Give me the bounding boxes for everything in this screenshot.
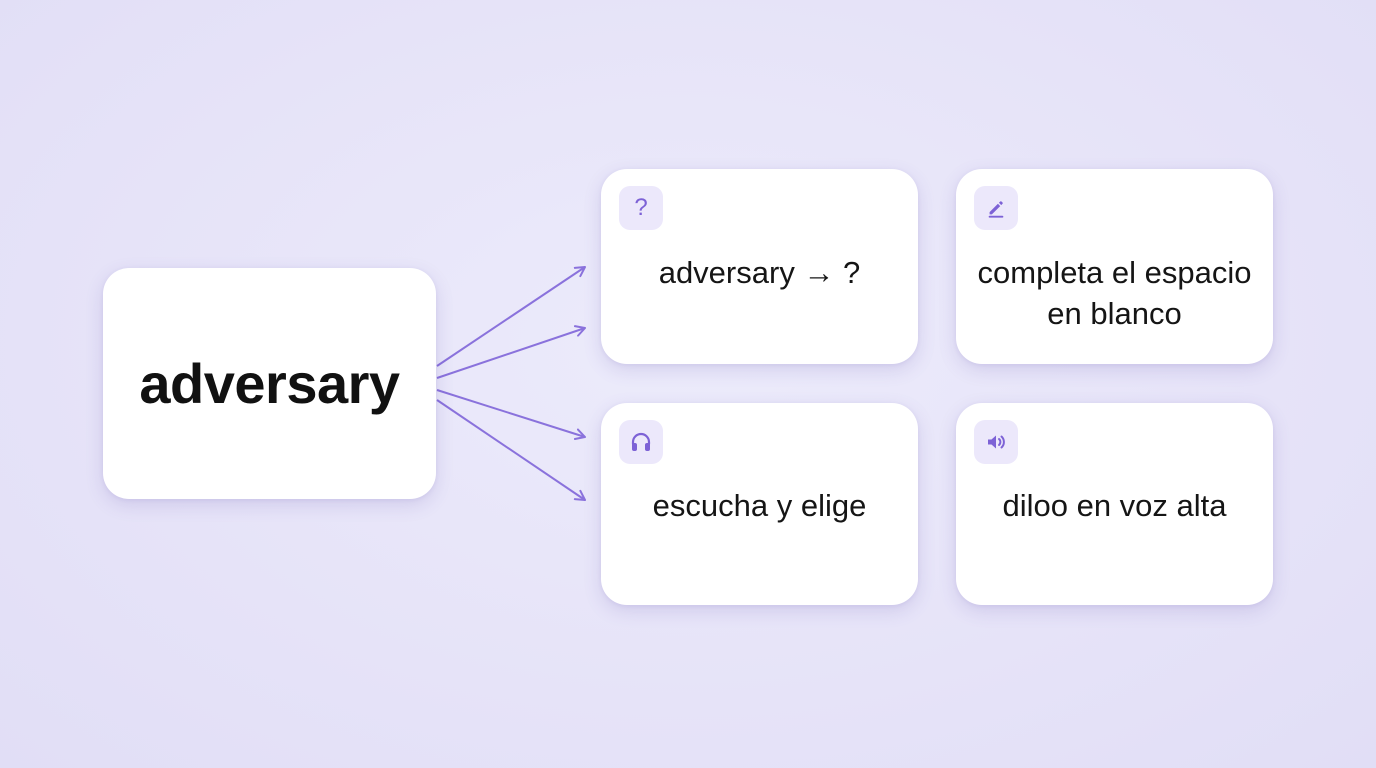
arrow-to-exercise-1 — [436, 266, 586, 367]
exercise-card-listen[interactable]: escucha y elige — [601, 403, 918, 605]
exercise-card-fill-blank[interactable]: completa el espacio en blanco — [956, 169, 1273, 364]
speaker-badge — [974, 420, 1018, 464]
arrow-to-exercise-2 — [436, 325, 586, 379]
question-mark-icon: ? — [634, 194, 648, 221]
headphones-icon — [631, 432, 651, 451]
arrow-to-exercise-4 — [436, 399, 586, 501]
question-mark-badge: ? — [619, 186, 663, 230]
main-word: adversary — [139, 352, 400, 415]
main-word-card[interactable]: adversary — [103, 268, 436, 499]
pencil-badge — [974, 186, 1018, 230]
exercise-card-translate[interactable]: ? adversary → ? — [601, 169, 918, 364]
arrow-to-exercise-3 — [436, 389, 586, 441]
exercise-label-fill-blank: completa el espacio en blanco — [977, 255, 1252, 331]
exercise-label-listen: escucha y elige — [652, 488, 867, 523]
pencil-icon — [988, 201, 1004, 218]
exercise-card-speak[interactable]: diloo en voz alta — [956, 403, 1273, 605]
speaker-icon — [988, 435, 1005, 449]
exercise-label-speak: diloo en voz alta — [1002, 488, 1227, 523]
exercise-label-translate: adversary → ? — [658, 255, 861, 290]
headphones-badge — [619, 420, 663, 464]
